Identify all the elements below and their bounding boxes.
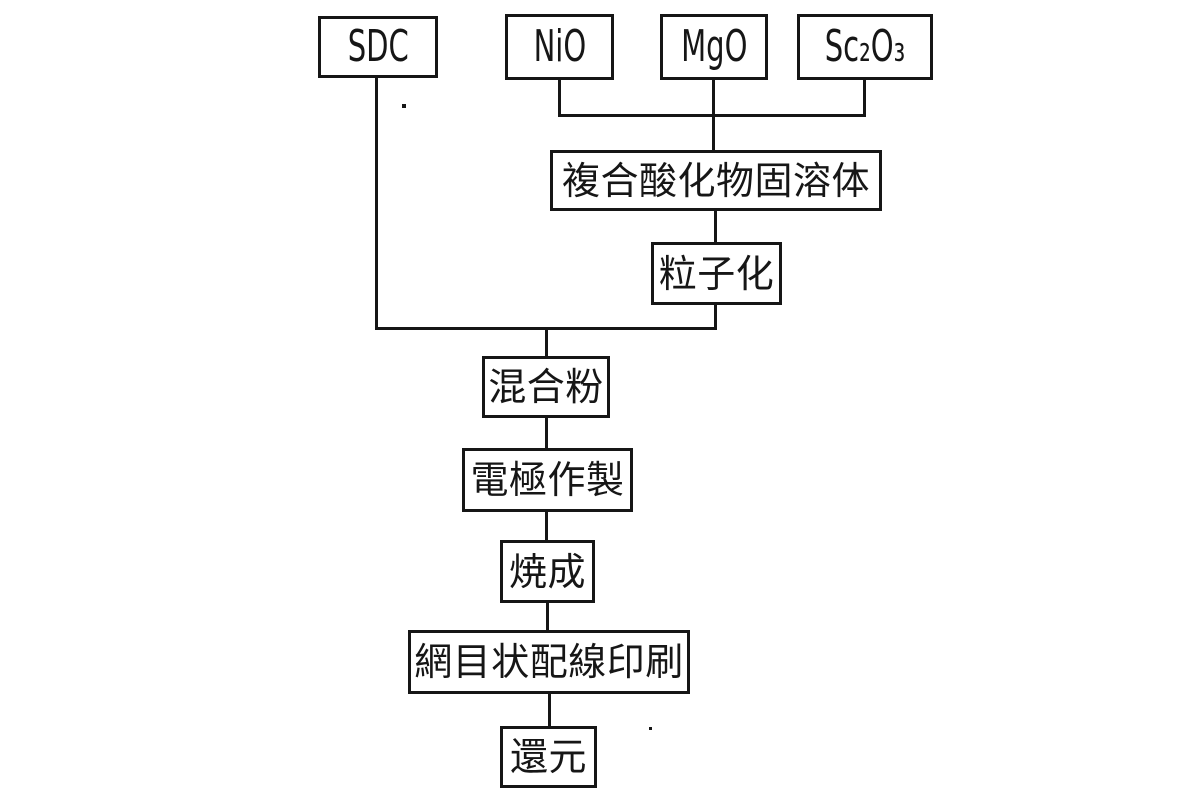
- connector-mgo-down: [712, 80, 715, 150]
- connector-granulation-down: [714, 305, 717, 330]
- scan-speck: [649, 727, 652, 730]
- node-composite-oxide-solid-solution-label: 複合酸化物固溶体: [561, 158, 870, 203]
- node-sdc-label: SDC: [347, 21, 409, 72]
- node-granulation-label: 粒子化: [658, 251, 775, 296]
- node-granulation: 粒子化: [651, 242, 782, 305]
- node-nio-label: NiO: [533, 21, 586, 72]
- node-reduction: 還元: [500, 726, 597, 788]
- node-composite-oxide-solid-solution: 複合酸化物固溶体: [550, 150, 882, 211]
- scan-speck: [402, 104, 406, 108]
- node-sc2o3-label: Sc₂O₃: [824, 21, 906, 72]
- node-electrode-fabrication-label: 電極作製: [470, 458, 625, 502]
- node-mixed-powder: 混合粉: [482, 356, 610, 418]
- node-firing-label: 焼成: [508, 549, 586, 594]
- node-sdc: SDC: [318, 16, 438, 78]
- connector-firing-to-mesh: [546, 603, 549, 630]
- node-mesh-wiring-printing: 網目状配線印刷: [408, 630, 690, 694]
- connector-sc2o3-down: [863, 80, 866, 117]
- connector-bar-to-mixed-powder: [545, 330, 548, 357]
- connector-composite-to-granulation: [714, 211, 717, 242]
- node-mixed-powder-label: 混合粉: [488, 365, 604, 409]
- connector-electrode-to-firing: [545, 512, 548, 540]
- connector-sdc-down: [375, 78, 378, 330]
- node-mgo: MgO: [660, 14, 768, 80]
- node-nio: NiO: [505, 14, 614, 80]
- connector-nio-down: [558, 80, 561, 117]
- connector-mixed-to-electrode: [545, 418, 548, 448]
- node-sc2o3: Sc₂O₃: [797, 14, 933, 80]
- node-reduction-label: 還元: [509, 735, 587, 779]
- connector-mid-merge-bar: [375, 327, 717, 330]
- node-firing: 焼成: [500, 540, 595, 603]
- node-mesh-wiring-printing-label: 網目状配線印刷: [414, 640, 684, 684]
- node-mgo-label: MgO: [680, 21, 748, 72]
- connector-mesh-to-reduction: [548, 694, 551, 726]
- node-electrode-fabrication: 電極作製: [462, 448, 633, 512]
